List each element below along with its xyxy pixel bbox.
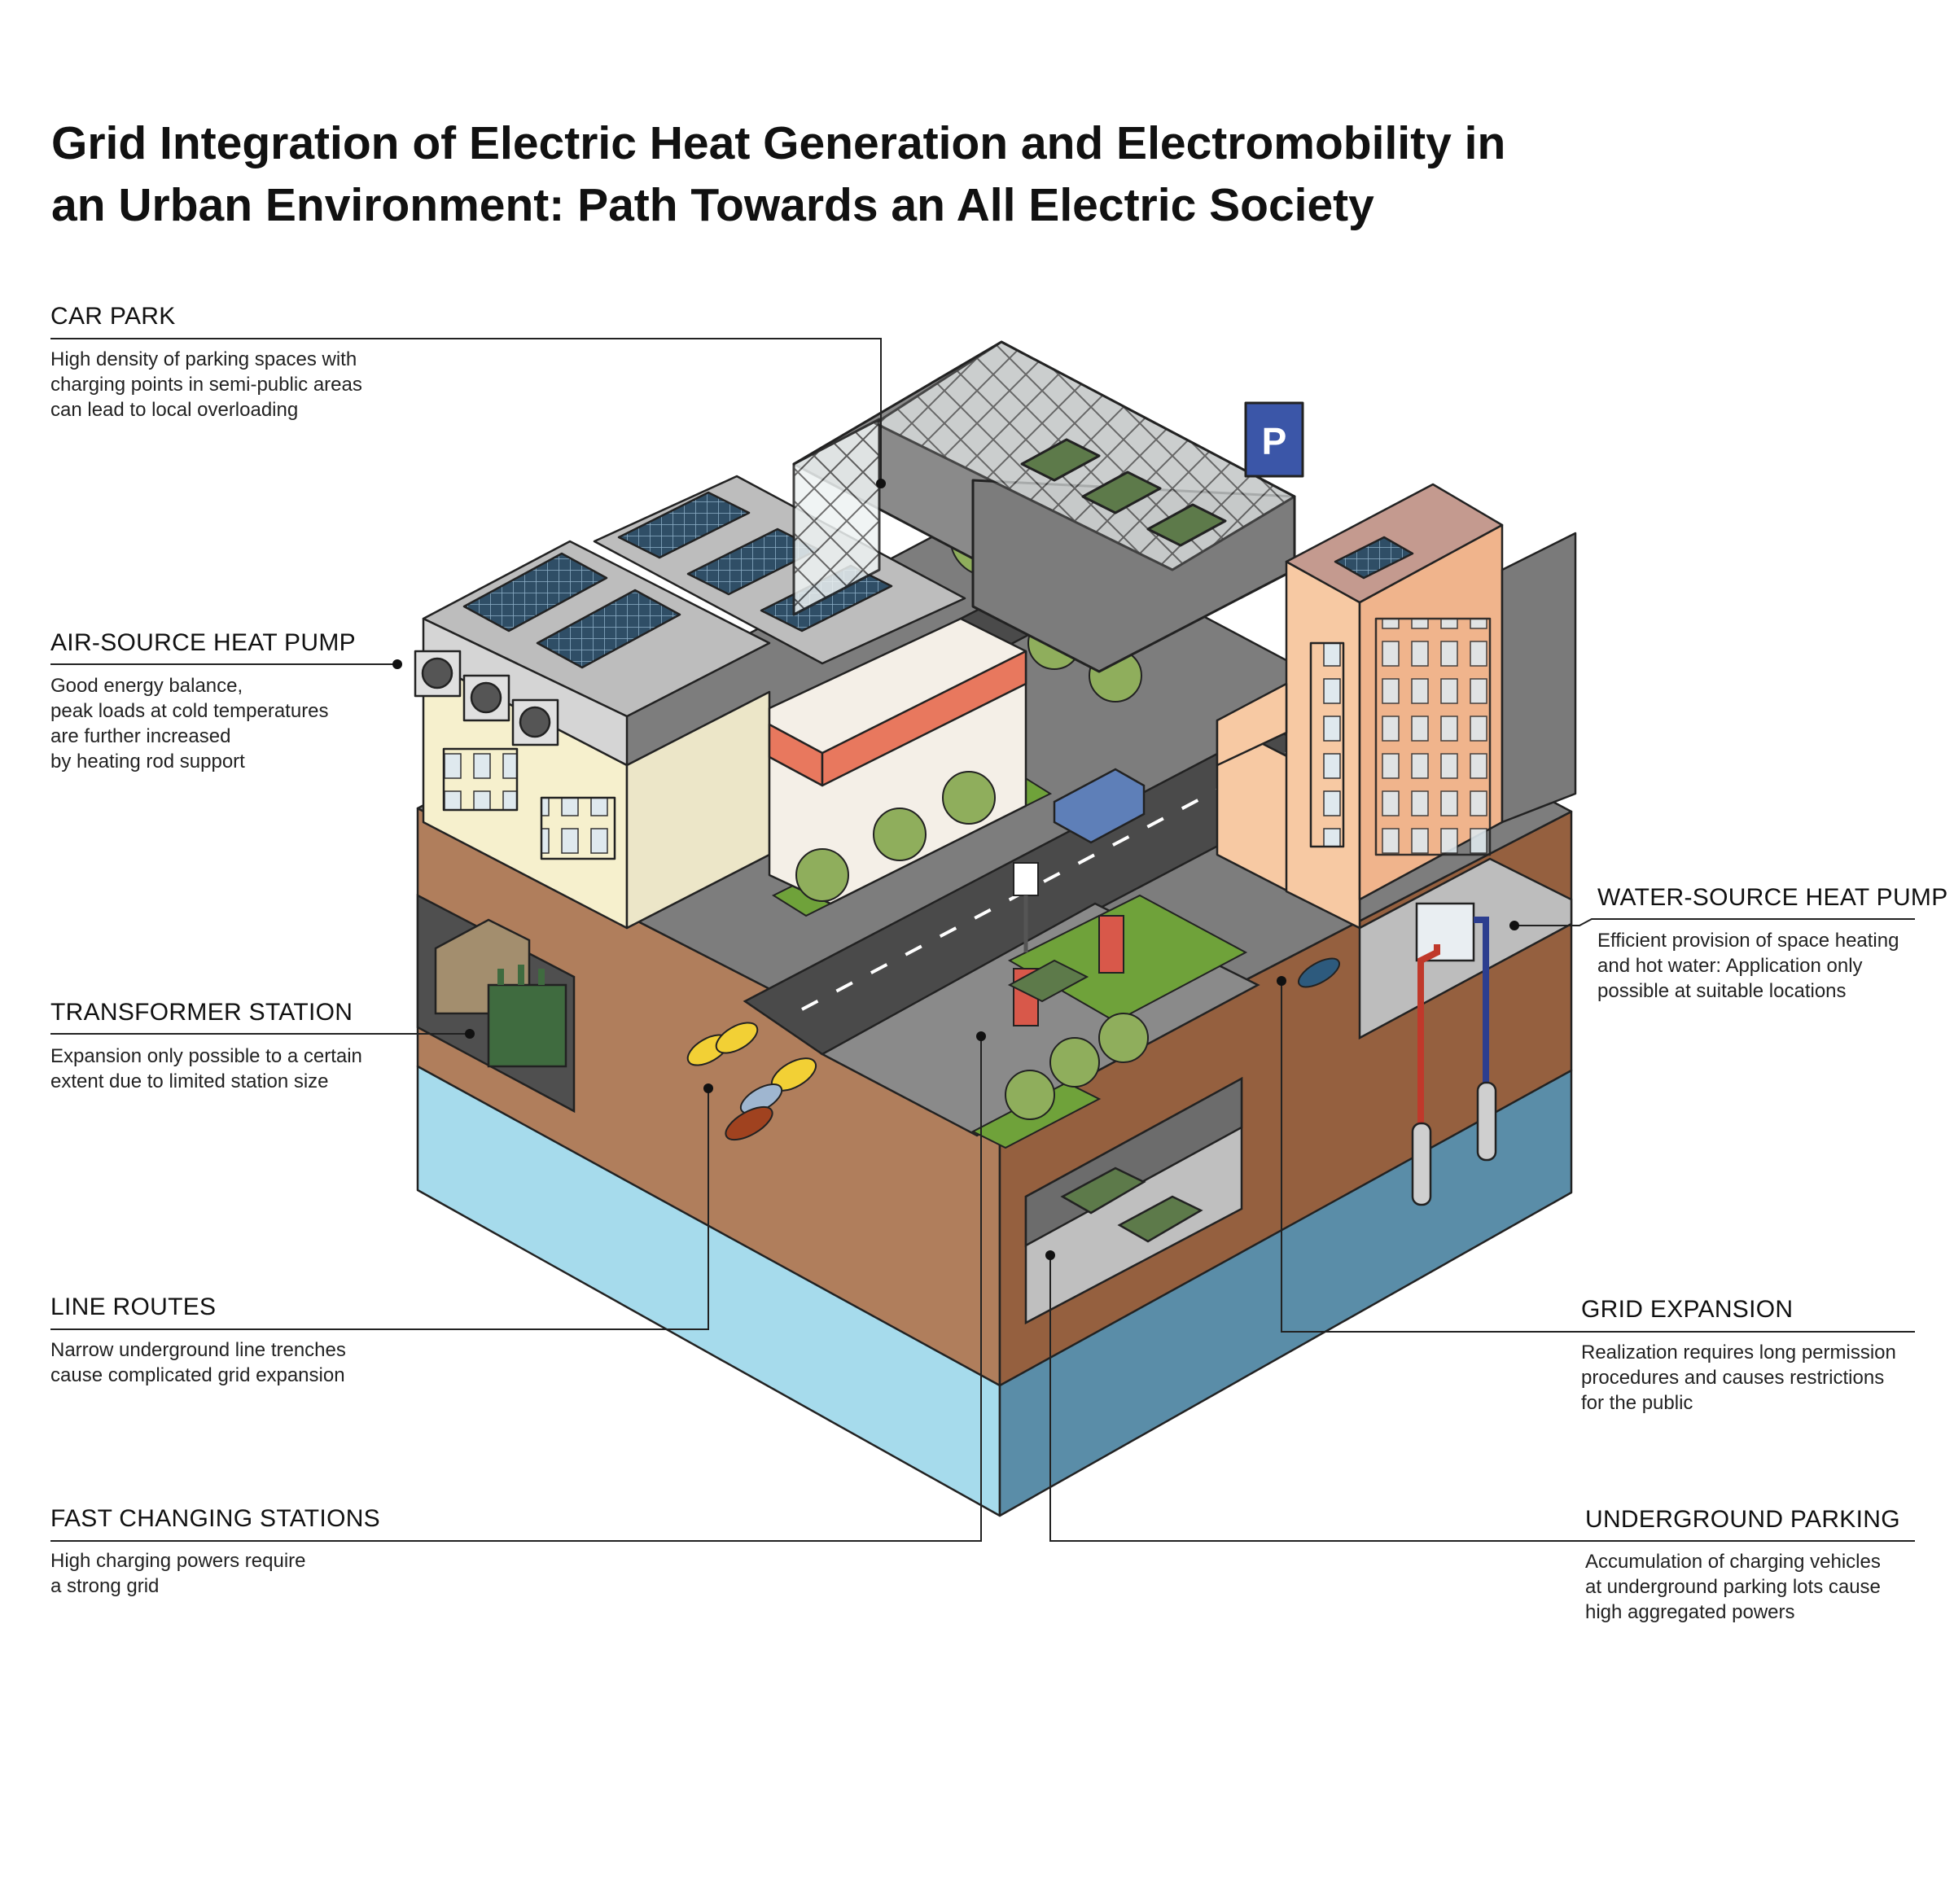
supply-pipe-red: [1417, 944, 1440, 1164]
underground-parking-label: UNDERGROUND PARKING: [1585, 1506, 1900, 1533]
car-park-description: High density of parking spaces with char…: [50, 348, 362, 421]
title-line-1: Grid Integration of Electric Heat Genera…: [51, 117, 1506, 169]
leader-underground-parking: [1049, 1255, 1915, 1542]
title-line-2: an Urban Environment: Path Towards an Al…: [51, 179, 1374, 231]
car-park-structure: P: [792, 340, 1304, 673]
page-title: Grid Integration of Electric Heat Genera…: [51, 112, 1598, 236]
air-heat-pump-units: [414, 650, 559, 746]
parking-sign-board: [1244, 401, 1304, 478]
heat-pump-shaft: [1358, 857, 1573, 1206]
leader-grid-expansion: [1281, 981, 1915, 1333]
grid-expansion-label: GRID EXPANSION: [1581, 1296, 1794, 1323]
underground-garage: [1024, 1076, 1243, 1325]
solar-panel-1: [462, 552, 608, 632]
fast-charging-stations: [1007, 862, 1124, 1026]
carpark-cars: [1020, 438, 1227, 547]
car-park-label: CAR PARK: [50, 303, 176, 330]
delivery-van: [1053, 768, 1146, 844]
line-routes-label: LINE ROUTES: [50, 1293, 217, 1320]
solar-panel-3: [617, 491, 751, 559]
leader-water-heat-pump: [1514, 918, 1915, 926]
leader-line-routes: [50, 1088, 709, 1330]
solar-panel-2: [536, 589, 681, 669]
air-source-heat-pump-description: Good energy balance, peak loads at cold …: [50, 675, 329, 773]
fast-charging-description: High charging powers require a strong gr…: [50, 1550, 306, 1597]
leader-fast-charging: [50, 1036, 982, 1542]
solar-panel-roof: [1334, 536, 1414, 580]
transformer-room: [416, 893, 576, 1114]
water-heat-pump-unit: [1415, 902, 1475, 962]
leader-lines: [50, 338, 1915, 1542]
leader-car-park: [50, 338, 882, 484]
return-pipe-blue: [1474, 917, 1489, 1156]
leader-dots: [392, 479, 1519, 1260]
transformer-station-description: Expansion only possible to a certain ext…: [50, 1045, 362, 1092]
water-source-heat-pump-label: WATER-SOURCE HEAT PUMP: [1597, 884, 1948, 911]
charging-sign-pole: [1013, 862, 1039, 896]
grass-patch-station: [1007, 894, 1248, 1023]
fast-charging-label: FAST CHANGING STATIONS: [50, 1505, 380, 1532]
transformer-station-label: TRANSFORMER STATION: [50, 999, 353, 1026]
water-source-heat-pump-description: Efficient provision of space heating and…: [1597, 930, 1899, 1002]
underground-parking-description: Accumulation of charging vehicles at und…: [1585, 1551, 1881, 1623]
grid-expansion-description: Realization requires long permission pro…: [1581, 1342, 1896, 1414]
parking-sign-letter: P: [1262, 420, 1287, 462]
line-routes-description: Narrow underground line trenches cause c…: [50, 1339, 346, 1386]
air-source-heat-pump-label: AIR-SOURCE HEAT PUMP: [50, 629, 356, 656]
underground-cables: [686, 957, 1340, 1141]
garage-car-2: [1117, 1195, 1203, 1243]
garage-car-1: [1060, 1166, 1146, 1215]
apartment-building: [1216, 483, 1577, 930]
